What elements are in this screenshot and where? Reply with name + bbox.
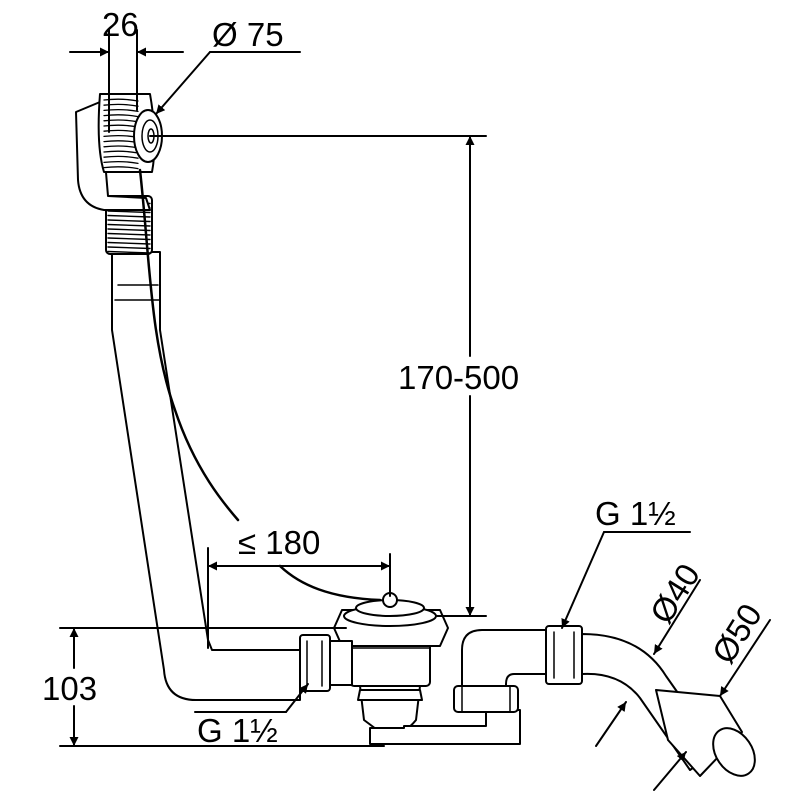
corrugation-line [107, 232, 151, 236]
corrugation-line [107, 237, 151, 241]
outlet-bend [581, 633, 756, 777]
corrugation-line [107, 223, 151, 227]
waste-valve [333, 592, 449, 736]
waste-union-left [299, 634, 353, 692]
corrugation-line [107, 241, 151, 245]
dim-g-waste-label: G 1½ [197, 712, 278, 749]
dim-pipe-outer-label: Ø50 [705, 597, 769, 670]
overflow-head [75, 93, 163, 211]
dim-103-label: 103 [42, 670, 97, 707]
bowden-cable-end [278, 564, 382, 602]
trap [369, 629, 553, 745]
rosette-rib [103, 103, 139, 107]
corrugation-line [107, 228, 151, 232]
corrugation-line [107, 246, 151, 250]
dim-75-label: Ø 75 [212, 16, 284, 53]
dim-g-outlet: G 1½ [561, 495, 691, 629]
rosette-rib [103, 108, 139, 113]
rosette-rib [103, 155, 139, 159]
dim-103: 103 [42, 627, 385, 747]
rosette-rib [103, 98, 139, 102]
dim-pipe-inner-label: Ø40 [643, 557, 707, 630]
rosette-rib [103, 150, 139, 154]
corrugation-line [107, 250, 151, 254]
rosette-rib [103, 160, 139, 165]
dim-170-500: 170-500 [149, 135, 519, 617]
corrugation-line [107, 214, 151, 218]
rosette-rib [103, 166, 139, 170]
rosette-rib [103, 114, 139, 118]
dim-26: 26 [69, 6, 184, 133]
outlet-union [545, 625, 583, 685]
dim-75: Ø 75 [155, 16, 301, 115]
corrugation-line [107, 219, 151, 223]
rosette-rib [103, 119, 139, 123]
dim-180: ≤ 180 [207, 524, 391, 649]
dim-180-label: ≤ 180 [238, 524, 320, 561]
dim-g-waste: G 1½ [194, 683, 309, 749]
dim-26-label: 26 [102, 6, 139, 43]
dim-170-500-label: 170-500 [398, 359, 519, 396]
bowden-cable [138, 168, 240, 522]
dim-g-outlet-label: G 1½ [595, 495, 676, 532]
